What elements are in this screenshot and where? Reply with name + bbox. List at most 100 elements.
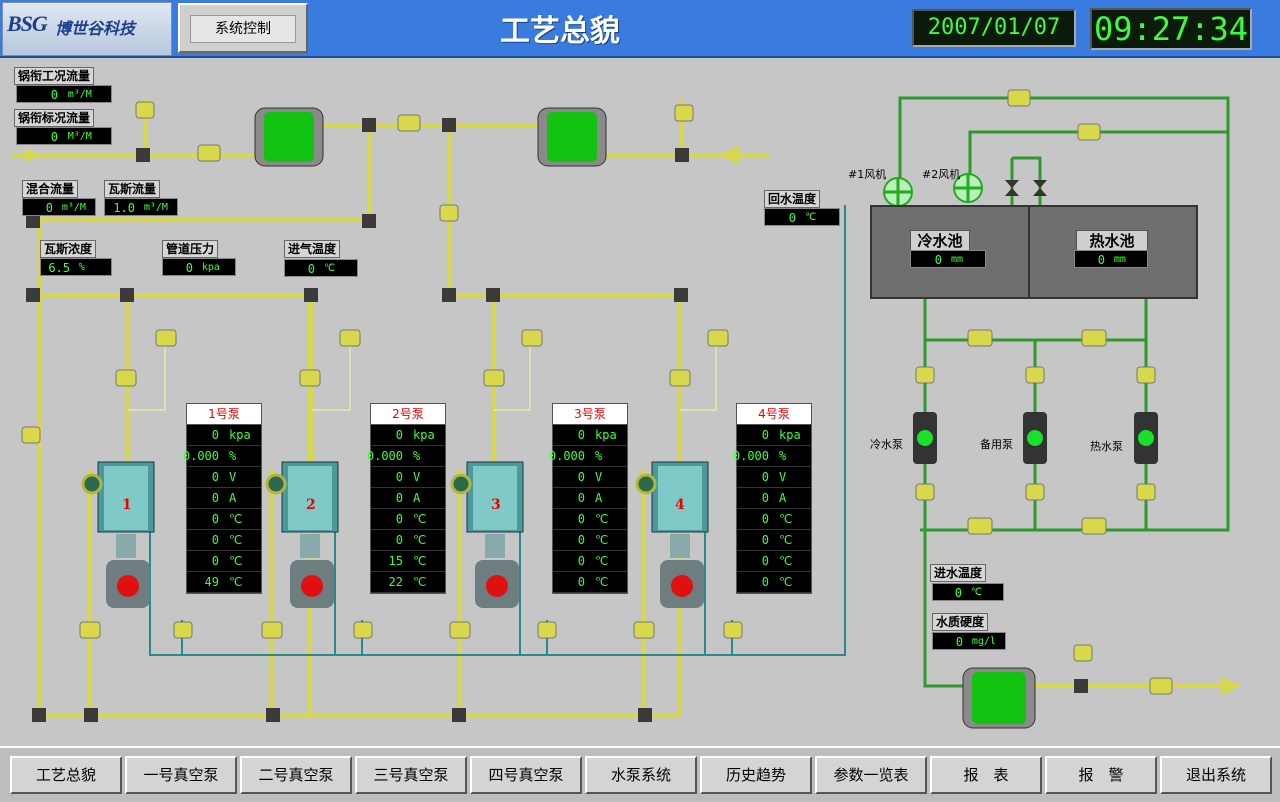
pipe-diagram bbox=[12, 89, 1240, 729]
reading-value: 0 bbox=[577, 554, 585, 568]
water-pump-motors bbox=[913, 412, 1158, 464]
tab-8[interactable]: 报 表 bbox=[930, 756, 1042, 794]
water-in-temp-label: 进水温度 bbox=[930, 564, 987, 582]
water-hardness-label: 水质硬度 bbox=[932, 613, 989, 631]
tab-0[interactable]: 工艺总貌 bbox=[10, 756, 122, 794]
fan1-label: #1风机 bbox=[848, 168, 887, 181]
vacuum-pumps bbox=[81, 461, 709, 608]
reading-unit: kpa bbox=[229, 428, 251, 442]
reading-value: 0 bbox=[761, 554, 769, 568]
tab-5[interactable]: 水泵系统 bbox=[585, 756, 697, 794]
pipe-fittings bbox=[26, 118, 1088, 722]
reading-unit: ℃ bbox=[779, 533, 793, 547]
pump-reading-row: 0℃ bbox=[737, 509, 811, 530]
reading-value: 0 bbox=[761, 512, 769, 526]
reading-value: 0 bbox=[577, 533, 585, 547]
reading-value: 0 bbox=[761, 491, 769, 505]
reading-value: 0 bbox=[211, 428, 219, 442]
tab-2[interactable]: 二号真空泵 bbox=[240, 756, 352, 794]
reading-unit: A bbox=[595, 491, 603, 505]
logo-text: 博世谷科技 bbox=[55, 19, 136, 38]
reading-unit: kpa bbox=[779, 428, 801, 442]
tab-1[interactable]: 一号真空泵 bbox=[125, 756, 237, 794]
reading-value: 0 bbox=[577, 470, 585, 484]
tab-3[interactable]: 三号真空泵 bbox=[355, 756, 467, 794]
pump-2-number: 2 bbox=[306, 497, 316, 513]
system-control-label: 系统控制 bbox=[190, 15, 296, 43]
reading-unit: V bbox=[229, 470, 237, 484]
pump-reading-row: 0℃ bbox=[553, 530, 627, 551]
reading-unit: V bbox=[413, 470, 421, 484]
gas-flow-label: 瓦斯流量 bbox=[104, 180, 161, 198]
gas-conc-value: 6.5% bbox=[40, 258, 112, 276]
reading-value: 0 bbox=[395, 470, 403, 484]
nav-tab-bar: 工艺总貌一号真空泵二号真空泵三号真空泵四号真空泵水泵系统历史趋势参数一览表报 表… bbox=[0, 746, 1280, 802]
spare-pump-label: 备用泵 bbox=[980, 438, 1013, 451]
reading-unit: % bbox=[229, 449, 237, 463]
reading-value: 0.000 bbox=[366, 449, 403, 463]
reading-value: 15 bbox=[388, 554, 403, 568]
reading-value: 0.000 bbox=[732, 449, 769, 463]
cold-tank-label: 冷水池 bbox=[910, 230, 970, 252]
title-bar: BSG 博世谷科技 系统控制 工艺总貌 2007/01/07 09:27:34 bbox=[0, 0, 1280, 58]
pump-reading-row: 0℃ bbox=[371, 530, 445, 551]
pump-reading-row: 0℃ bbox=[187, 530, 261, 551]
pump-4-title[interactable]: 4号泵 bbox=[736, 403, 812, 425]
reading-unit: ℃ bbox=[229, 554, 243, 568]
page-title: 工艺总貌 bbox=[500, 14, 620, 49]
reading-value: 0 bbox=[395, 491, 403, 505]
pump-reading-row: 0℃ bbox=[553, 509, 627, 530]
reading-unit: kpa bbox=[413, 428, 435, 442]
reading-value: 0 bbox=[211, 491, 219, 505]
company-logo: BSG 博世谷科技 bbox=[2, 2, 172, 56]
pump-1-number: 1 bbox=[122, 497, 132, 513]
mixed-flow-label: 混合流量 bbox=[22, 180, 79, 198]
pump-reading-row: 0℃ bbox=[737, 572, 811, 593]
pump-reading-row: 0.000% bbox=[549, 446, 627, 467]
tab-7[interactable]: 参数一览表 bbox=[815, 756, 927, 794]
pump-1-title[interactable]: 1号泵 bbox=[186, 403, 262, 425]
tab-6[interactable]: 历史趋势 bbox=[700, 756, 812, 794]
pump-reading-row: 0.000% bbox=[183, 446, 261, 467]
reading-unit: V bbox=[779, 470, 787, 484]
reading-unit: kpa bbox=[595, 428, 617, 442]
tab-4[interactable]: 四号真空泵 bbox=[470, 756, 582, 794]
pump-reading-row: 0.000% bbox=[367, 446, 445, 467]
logo-mark: BSG bbox=[7, 11, 48, 36]
reading-unit: A bbox=[229, 491, 237, 505]
clock-display: 09:27:34 bbox=[1090, 8, 1252, 50]
tab-9[interactable]: 报 警 bbox=[1045, 756, 1157, 794]
pump-reading-row: 0℃ bbox=[737, 530, 811, 551]
reading-unit: ℃ bbox=[413, 512, 427, 526]
tab-10[interactable]: 退出系统 bbox=[1160, 756, 1272, 794]
pump-2-title[interactable]: 2号泵 bbox=[370, 403, 446, 425]
pump-reading-row: 0.000% bbox=[733, 446, 811, 467]
reading-unit: ℃ bbox=[229, 512, 243, 526]
reading-value: 0 bbox=[211, 512, 219, 526]
pump-reading-row: 0℃ bbox=[371, 509, 445, 530]
pump-reading-row: 15 ℃ bbox=[371, 551, 445, 572]
system-control-button[interactable]: 系统控制 bbox=[178, 3, 308, 53]
reading-value: 0 bbox=[211, 470, 219, 484]
pump-3-title[interactable]: 3号泵 bbox=[552, 403, 628, 425]
pump-reading-row: 0℃ bbox=[187, 509, 261, 530]
inlet-temp-value: 0℃ bbox=[284, 259, 358, 277]
reading-unit: ℃ bbox=[413, 554, 427, 568]
water-in-temp-value: 0℃ bbox=[932, 583, 1004, 601]
pump-reading-row: 0℃ bbox=[553, 551, 627, 572]
reading-value: 22 bbox=[388, 575, 403, 589]
boiler-work-flow-label: 锅衔工况流量 bbox=[14, 67, 95, 85]
